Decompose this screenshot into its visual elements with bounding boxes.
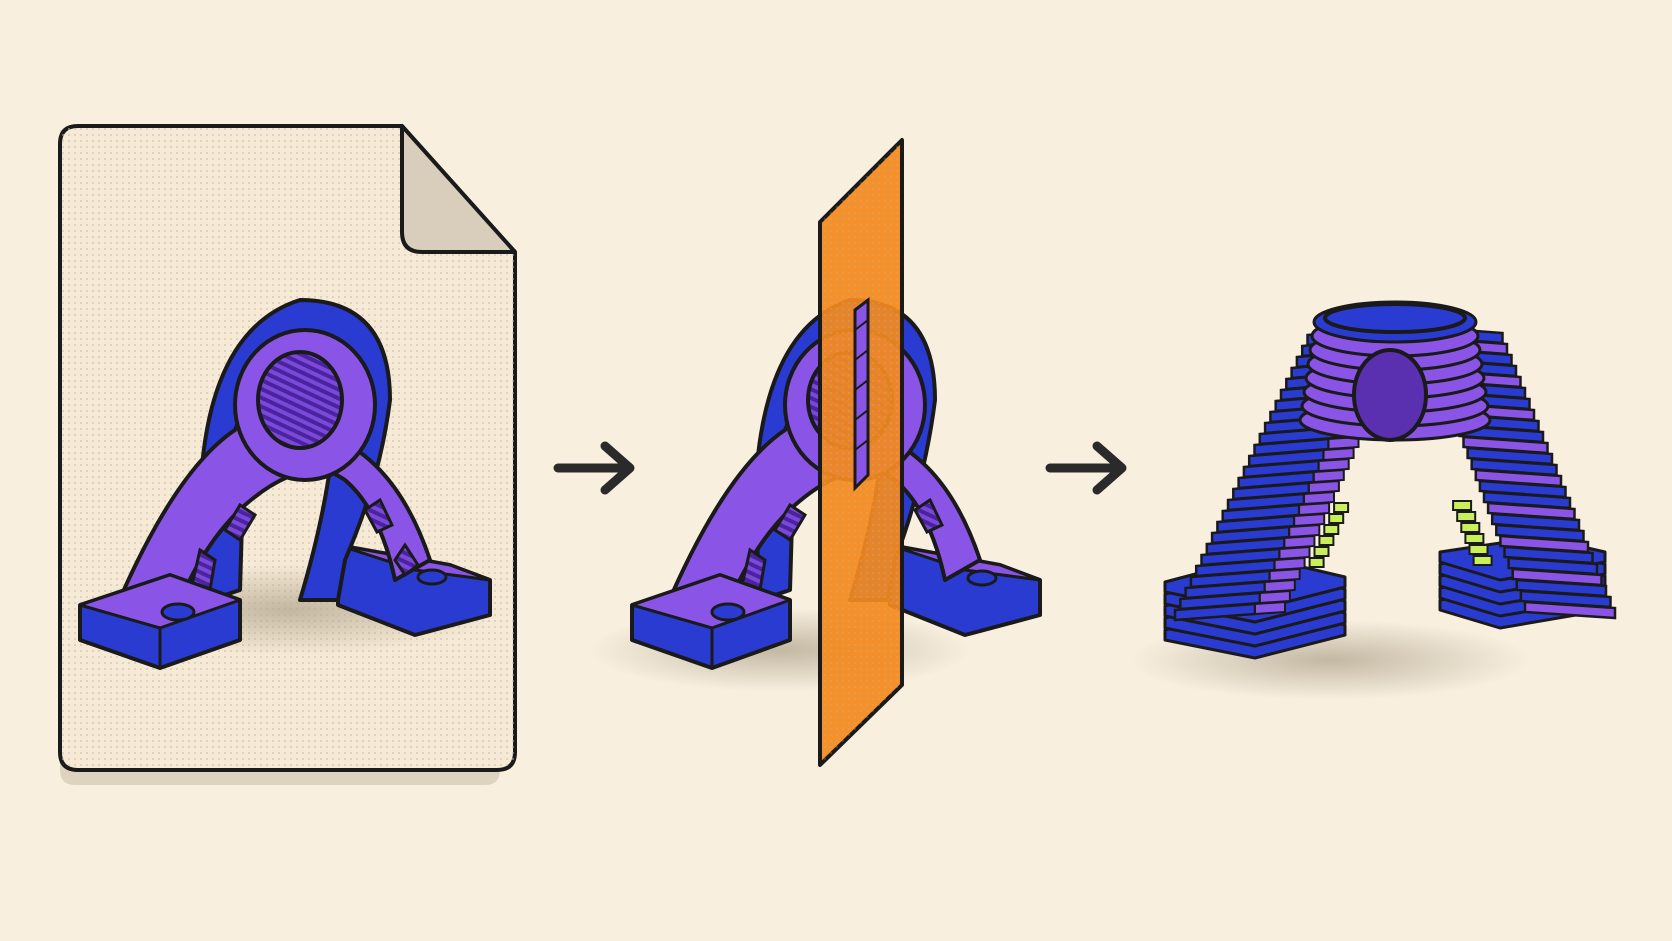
infill-segment [1323, 524, 1340, 535]
infill-segment [1472, 555, 1493, 566]
step-model-file [58, 124, 517, 785]
document-fold-corner [400, 124, 517, 254]
infill-segment [1333, 502, 1350, 513]
infill-segment [1313, 546, 1330, 557]
cross-section-outline [853, 296, 870, 492]
arrow-right-icon [1045, 441, 1127, 495]
arrow-right-icon [553, 441, 635, 495]
top-cap-layer [1323, 302, 1467, 334]
part-model-icon [78, 298, 500, 670]
infill-segment [1460, 522, 1481, 533]
infill-segment [1318, 535, 1335, 546]
layered-3d-print-icon [1130, 300, 1617, 700]
infill-segment [1464, 533, 1485, 544]
infill-segment [1456, 511, 1477, 522]
infill-segment [1468, 544, 1489, 555]
infill-segment [1328, 513, 1345, 524]
step-slicing-plane [590, 138, 1042, 767]
bore-hole [1352, 348, 1428, 442]
infill-segment [1308, 557, 1325, 568]
infill-segment [1452, 500, 1473, 511]
